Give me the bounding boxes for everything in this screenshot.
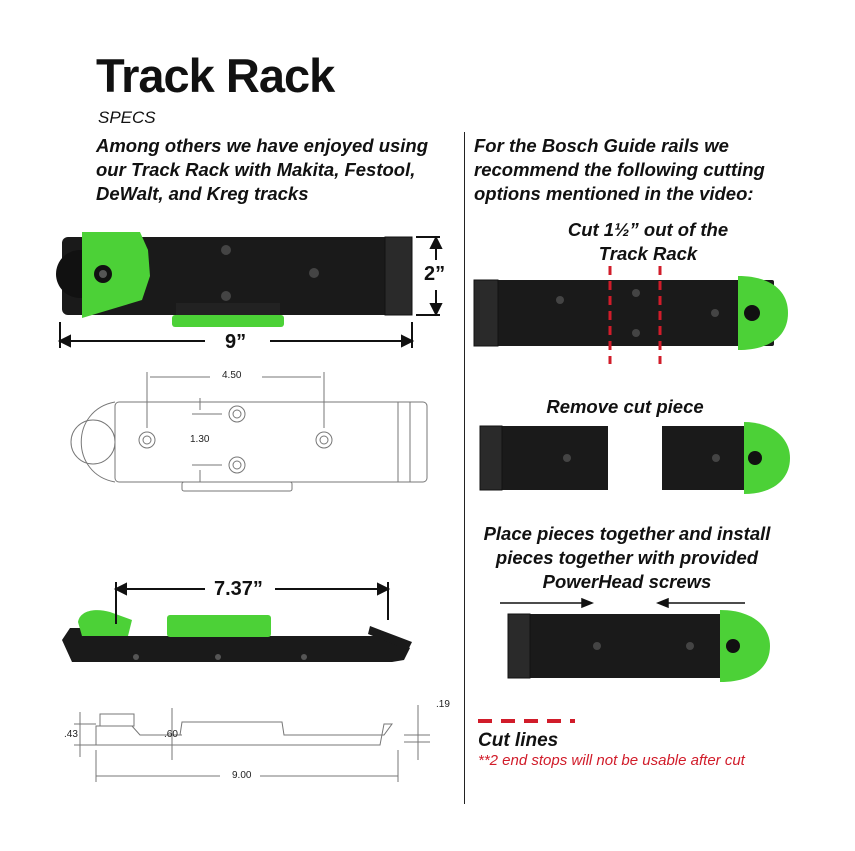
profile-hook-label: .19 (436, 699, 450, 710)
height-dimension (416, 235, 443, 317)
hole-spacing-label: 4.50 (222, 370, 242, 381)
left-description: Among others we have enjoyed using our T… (96, 135, 429, 204)
side-length-dimension (113, 582, 391, 624)
technical-top-drawing (70, 372, 428, 492)
top-view-rack (56, 232, 413, 327)
height-label: 2” (424, 263, 446, 285)
arrows-together (500, 597, 745, 609)
rack-joined (507, 610, 770, 682)
cut-step-label: Cut 1½” out of the Track Rack (567, 219, 729, 264)
profile-height-b-label: .60 (164, 729, 178, 740)
technical-profile-drawing (74, 705, 430, 782)
side-view-rack (62, 610, 412, 662)
remove-step-label: Remove cut piece (546, 396, 704, 417)
profile-length-label: 9.00 (232, 770, 252, 781)
usability-note: **2 end stops will not be usable after c… (478, 752, 745, 769)
length-label: 9” (225, 331, 247, 353)
right-description: For the Bosch Guide rails we recommend t… (474, 135, 765, 204)
rack-cut-pieces (479, 422, 790, 494)
profile-height-a-label: .43 (64, 729, 78, 740)
page-title: Track Rack (96, 49, 335, 102)
cut-lines-label: Cut lines (478, 730, 559, 751)
length-dimension (57, 322, 415, 348)
side-length-label: 7.37” (214, 578, 263, 600)
place-step-label: Place pieces together and install pieces… (483, 523, 771, 592)
hole-offset-label: 1.30 (190, 434, 210, 445)
rack-with-cut-lines (473, 266, 788, 364)
specs-label: SPECS (98, 108, 156, 127)
column-divider (464, 132, 465, 804)
